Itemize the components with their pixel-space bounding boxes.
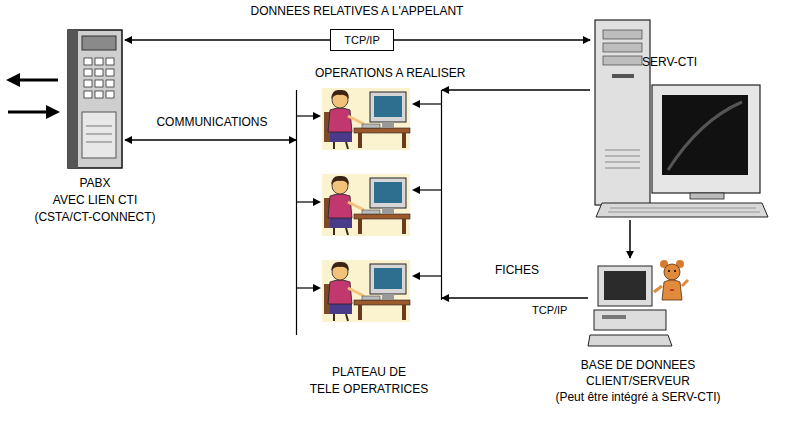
connector-label: COMMUNICATIONS [154, 115, 269, 129]
connector [442, 89, 590, 91]
pabx-illustration-part-part [95, 69, 103, 76]
connector [442, 297, 588, 299]
call-arrows-part [8, 111, 48, 114]
database-illustration-part [602, 315, 626, 319]
pabx-illustration-part-part [95, 58, 103, 65]
database-illustration-part [594, 310, 666, 330]
server-illustration-part [603, 30, 642, 39]
operator-desks-part [322, 88, 410, 150]
node-label: (CSTA/CT-CONNECT) [34, 210, 155, 224]
protocol-label: TCP/IP [344, 34, 379, 47]
pabx-illustration-part [68, 30, 122, 168]
server-illustration-part [603, 56, 642, 65]
node-label: CLIENT/SERVEUR [586, 374, 690, 388]
pabx-illustration-part [82, 112, 116, 158]
call-arrows-part [6, 73, 20, 87]
server-illustration-part [595, 20, 650, 205]
operator-desks-part [322, 260, 410, 322]
pabx-illustration-part [82, 36, 116, 50]
database-illustration-part [664, 264, 680, 280]
operator-desks-part-part [313, 284, 321, 292]
protocol-label: TCP/IP [530, 304, 569, 317]
operator-desks-part [322, 174, 410, 236]
server-illustration-part [662, 95, 748, 175]
operator-desks-part-part [418, 189, 441, 190]
server-illustration-part [612, 74, 634, 78]
server-box: SERV-CTI [590, 15, 768, 220]
server-illustration-part [652, 85, 760, 193]
database-illustration-part [598, 266, 652, 306]
pabx-illustration-part-part [95, 80, 103, 87]
operator-desks-part-part [418, 275, 441, 276]
pabx-illustration [68, 30, 122, 168]
node-label: BASE DE DONNEES [581, 358, 696, 372]
pabx-illustration-part [84, 58, 114, 98]
operator-desks-part-part [313, 112, 321, 120]
node-label: PABX [79, 176, 110, 190]
server-illustration [595, 20, 768, 217]
database-illustration-part [604, 271, 646, 300]
pabx-illustration-part-part [84, 80, 92, 87]
operator-desks-part [313, 100, 420, 292]
operator-desks-part-part [412, 272, 420, 280]
database-illustration-part [674, 270, 676, 272]
operator-desks-part-part [418, 103, 441, 104]
pabx-illustration-part-part [95, 91, 103, 98]
server-illustration-part [668, 102, 742, 170]
database-illustration-part [662, 280, 682, 300]
connector-label: DONNEES RELATIVES A L'APPELANT [249, 4, 466, 18]
operator-desks-part-part [313, 198, 321, 206]
operator-desks [297, 88, 442, 335]
connector-label: OPERATIONS A REALISER [313, 66, 468, 80]
server-illustration-part [596, 203, 768, 217]
protocol-box: TCP/IP [330, 29, 394, 51]
pabx-illustration-part-part [106, 80, 114, 87]
call-arrows [6, 73, 60, 119]
connector [125, 139, 296, 141]
operator-desks-part-part [412, 100, 420, 108]
database-illustration-part [670, 289, 674, 291]
operator-desks-part [441, 90, 442, 300]
node-label: SERV-CTI [642, 55, 697, 69]
database-box: BASE DE DONNEESCLIENT/SERVEUR(Peut être … [588, 258, 688, 350]
operator-desks-part-part [412, 186, 420, 194]
database-illustration [588, 260, 688, 346]
connector-label: FICHES [493, 263, 541, 277]
database-illustration-part [654, 280, 688, 292]
server-illustration-part [605, 150, 640, 168]
node-label: AVEC LIEN CTI [53, 193, 137, 207]
pabx-illustration-part [68, 30, 78, 168]
pabx-illustration-part-part [106, 69, 114, 76]
node-label: PLATEAU DE [332, 365, 406, 379]
connector [629, 220, 631, 258]
operator-desks-part [296, 90, 297, 335]
pabx-illustration-part-part [84, 69, 92, 76]
node-label: (Peut être intégré à SERV-CTI) [555, 390, 720, 404]
server-illustration-part [690, 193, 724, 199]
pabx-illustration-part-part [84, 91, 92, 98]
database-illustration-part [588, 335, 672, 346]
pabx-illustration-part-part [106, 58, 114, 65]
pabx-box: PABXAVEC LIEN CTI(CSTA/CT-CONNECT) [65, 28, 125, 170]
database-illustration-part [668, 270, 670, 272]
node-label: TELE OPERATRICES [310, 382, 428, 396]
call-arrows-part [46, 105, 60, 119]
pabx-illustration-part-part [106, 91, 114, 98]
pabx-illustration-part [86, 126, 112, 142]
operator-desks-part [297, 104, 441, 288]
server-illustration-part [603, 43, 642, 52]
server-illustration-part [608, 208, 760, 212]
pabx-illustration-part-part [84, 58, 92, 65]
operator-group: PLATEAU DETELE OPERATRICES [296, 82, 442, 335]
call-arrows-part [18, 79, 58, 82]
